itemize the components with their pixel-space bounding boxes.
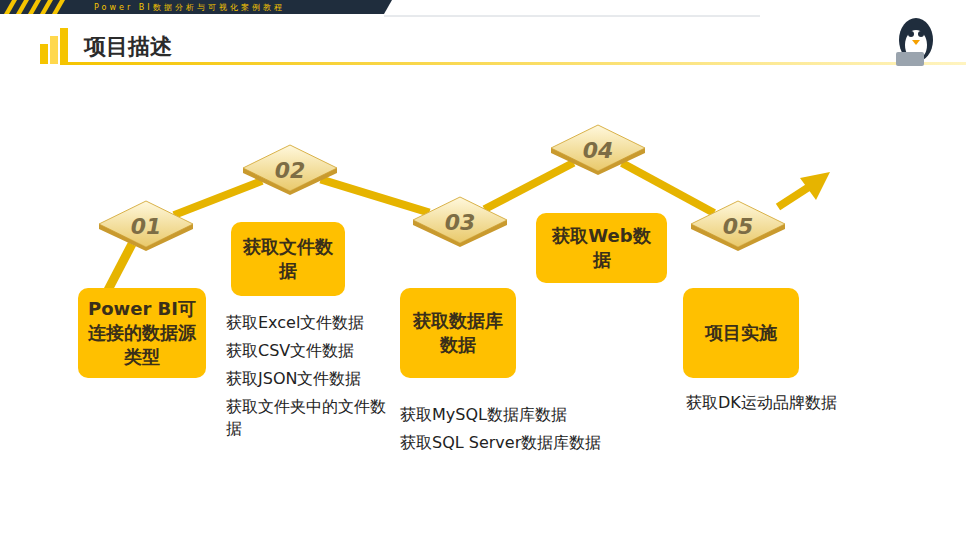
title-underline [60, 62, 966, 65]
step-connector [622, 163, 714, 213]
step-number: 02 [242, 144, 338, 196]
step-box: 获取Web数据 [536, 213, 667, 283]
step-title: 获取文件数据 [239, 235, 337, 283]
step-tile: 04 [550, 124, 646, 176]
list-item: 获取SQL Server数据库数据 [400, 432, 640, 454]
step-number: 05 [690, 200, 786, 252]
step-title: Power BI可连接的数据源类型 [86, 297, 198, 369]
step-number: 01 [98, 200, 194, 252]
step-number: 04 [550, 124, 646, 176]
step-box: 获取文件数据 [231, 222, 345, 296]
step-title: 获取Web数据 [544, 224, 659, 272]
header-stripes [4, 0, 65, 14]
list-item: 获取MySQL数据库数据 [400, 404, 640, 426]
penguin-mascot [896, 18, 933, 66]
list-item: 获取文件夹中的文件数据 [226, 396, 396, 440]
step-number: 03 [412, 196, 508, 248]
step-tile: 02 [242, 144, 338, 196]
header-line [384, 16, 760, 17]
list-item: 获取CSV文件数据 [226, 340, 396, 362]
step-box: 获取数据库数据 [400, 288, 516, 378]
end-arrow-shaft [778, 185, 812, 207]
header-text: Power BI数据分析与可视化案例教程 [94, 3, 394, 12]
step-connector [321, 179, 430, 212]
end-arrow-head [800, 172, 830, 200]
title-icon [40, 28, 68, 64]
page-title: 项目描述 [84, 32, 172, 62]
step-tile: 05 [690, 200, 786, 252]
lead-in-line [108, 244, 132, 290]
step-title: 项目实施 [705, 321, 777, 345]
list-item: 获取DK运动品牌数据 [686, 392, 886, 414]
list-item: 获取Excel文件数据 [226, 312, 396, 334]
step-tile: 03 [412, 196, 508, 248]
step-connector [174, 181, 262, 215]
step-box: 项目实施 [683, 288, 799, 378]
list-item: 获取JSON文件数据 [226, 368, 396, 390]
step-tile: 01 [98, 200, 194, 252]
step-connector [484, 163, 573, 209]
step-title: 获取数据库数据 [408, 309, 508, 357]
step-box: Power BI可连接的数据源类型 [78, 288, 206, 378]
